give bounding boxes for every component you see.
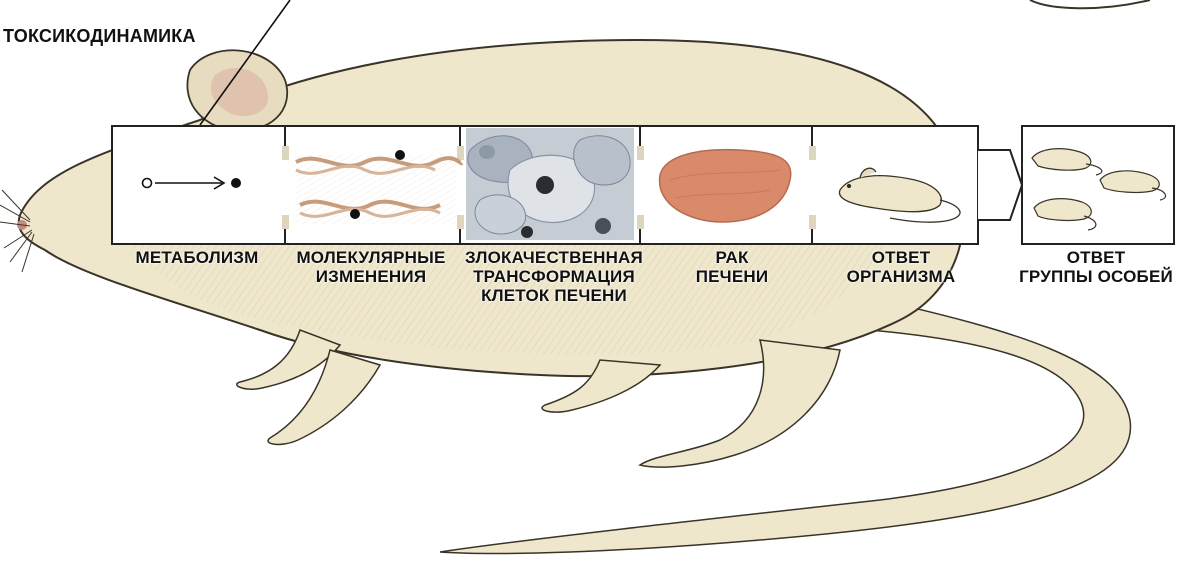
dna-helix-icon <box>296 150 462 225</box>
toxicodynamics-title: ТОКСИКОДИНАМИКА <box>3 27 196 46</box>
liver-cells-icon <box>466 128 634 240</box>
label-liver-cancer: РАК ПЕЧЕНИ <box>672 248 792 286</box>
group-panel <box>1022 126 1174 244</box>
label-group-response: ОТВЕТ ГРУППЫ ОСОБЕЙ <box>1010 248 1182 286</box>
group-rat-3 <box>1034 199 1091 221</box>
label-malignant-transformation: ЗЛОКАЧЕСТВЕННАЯ ТРАНСФОРМАЦИЯ КЛЕТОК ПЕЧ… <box>456 248 652 305</box>
arrow-to-group <box>978 150 1022 220</box>
label-organism-response: ОТВЕТ ОРГАНИЗМА <box>826 248 976 286</box>
label-metabolism: МЕТАБОЛИЗМ <box>112 248 282 267</box>
label-molecular-changes: МОЛЕКУЛЯРНЫЕ ИЗМЕНЕНИЯ <box>278 248 464 286</box>
stage-panel <box>112 126 978 244</box>
